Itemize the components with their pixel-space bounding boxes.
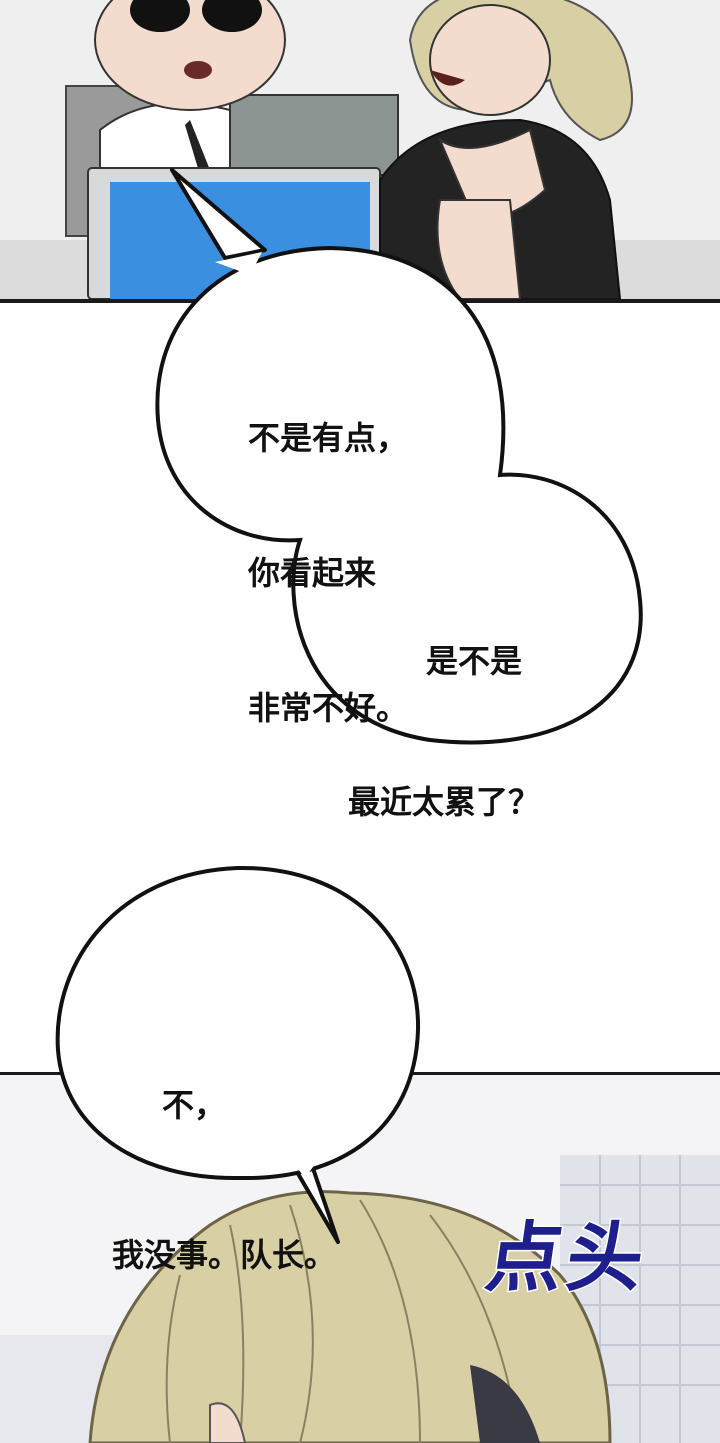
bubble-1-line-1: 不是有点， (248, 419, 409, 457)
speech-bubbles-top (155, 168, 643, 745)
blonde-character-illustration (0, 1075, 720, 1443)
bubble-2-line-1: 是不是 (426, 642, 523, 680)
bubble-tail (170, 168, 267, 260)
bubble-1-text: 不是有点， 你看起来 非常不好。 (248, 326, 408, 776)
bubble-2-text: 是不是 最近太累了？ (348, 544, 540, 873)
speech-bubble-3 (55, 865, 421, 1181)
bubble-3-text: 不， 我没事。队长。 (112, 980, 336, 1330)
nod-sound-effect: 点头 (479, 1212, 655, 1304)
bubble-1-line-2: 你看起来 (248, 554, 377, 592)
bubble-2-line-2: 最近太累了？ (348, 783, 541, 821)
speech-bubble-3-shape (55, 865, 421, 1244)
bubble-3-line-1: 不， (162, 1086, 227, 1124)
bubble-1-line-3: 非常不好。 (248, 689, 409, 727)
speech-bubble-1 (155, 245, 643, 745)
bubble-3-line-2: 我没事。队长。 (112, 1236, 337, 1274)
